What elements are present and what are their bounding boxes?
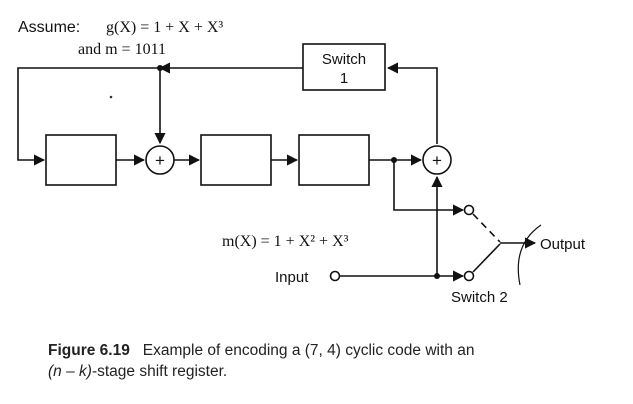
adder-1-symbol: + xyxy=(155,151,165,170)
switch-2-upper-contact[interactable] xyxy=(463,204,475,216)
register-stage-3 xyxy=(298,134,370,186)
switch-1-label-line2: 1 xyxy=(340,70,348,87)
switch-1-box xyxy=(302,43,386,91)
caption-text: Example of encoding a (7, 4) cyclic code… xyxy=(142,342,475,359)
switch-2-arm-dashed xyxy=(472,213,501,243)
message-polynomial: m(X) = 1 + X² + X³ xyxy=(222,233,349,250)
adder-2-symbol: + xyxy=(432,151,442,170)
message-vector: and m = 1011 xyxy=(78,41,166,58)
assume-label: Assume: xyxy=(18,19,80,36)
generator-polynomial: g(X) = 1 + X + X³ xyxy=(106,19,223,36)
switch-2-lower-contact[interactable] xyxy=(463,270,475,282)
feedback-to-register-1 xyxy=(17,67,160,166)
switch-2-selector-arc xyxy=(517,224,542,286)
caption-text-2: -stage shift register. xyxy=(91,363,228,380)
register-stage-2 xyxy=(200,134,272,186)
switch-1-label-line1: Switch xyxy=(322,51,366,68)
scan-speck xyxy=(109,95,113,99)
input-terminal[interactable] xyxy=(329,270,341,282)
switch-2-arm-solid xyxy=(472,243,501,273)
feedback-to-switch-1 xyxy=(386,62,438,144)
caption-figure-number: Figure 6.19 xyxy=(48,342,130,359)
adder-2 xyxy=(422,145,452,175)
figure-caption: Figure 6.19 Example of encoding a (7, 4)… xyxy=(48,340,618,382)
register-stage-1 xyxy=(45,134,117,186)
caption-line-2: (n – k)-stage shift register. xyxy=(48,361,618,382)
caption-line-1: Figure 6.19 Example of encoding a (7, 4)… xyxy=(48,340,618,361)
output-label: Output xyxy=(540,236,586,253)
wire-to-switch2-upper xyxy=(393,160,465,216)
switch-2-label: Switch 2 xyxy=(451,289,508,306)
caption-nk: (n – k) xyxy=(48,363,92,380)
input-label: Input xyxy=(275,269,309,286)
feedback-junction xyxy=(157,65,163,71)
